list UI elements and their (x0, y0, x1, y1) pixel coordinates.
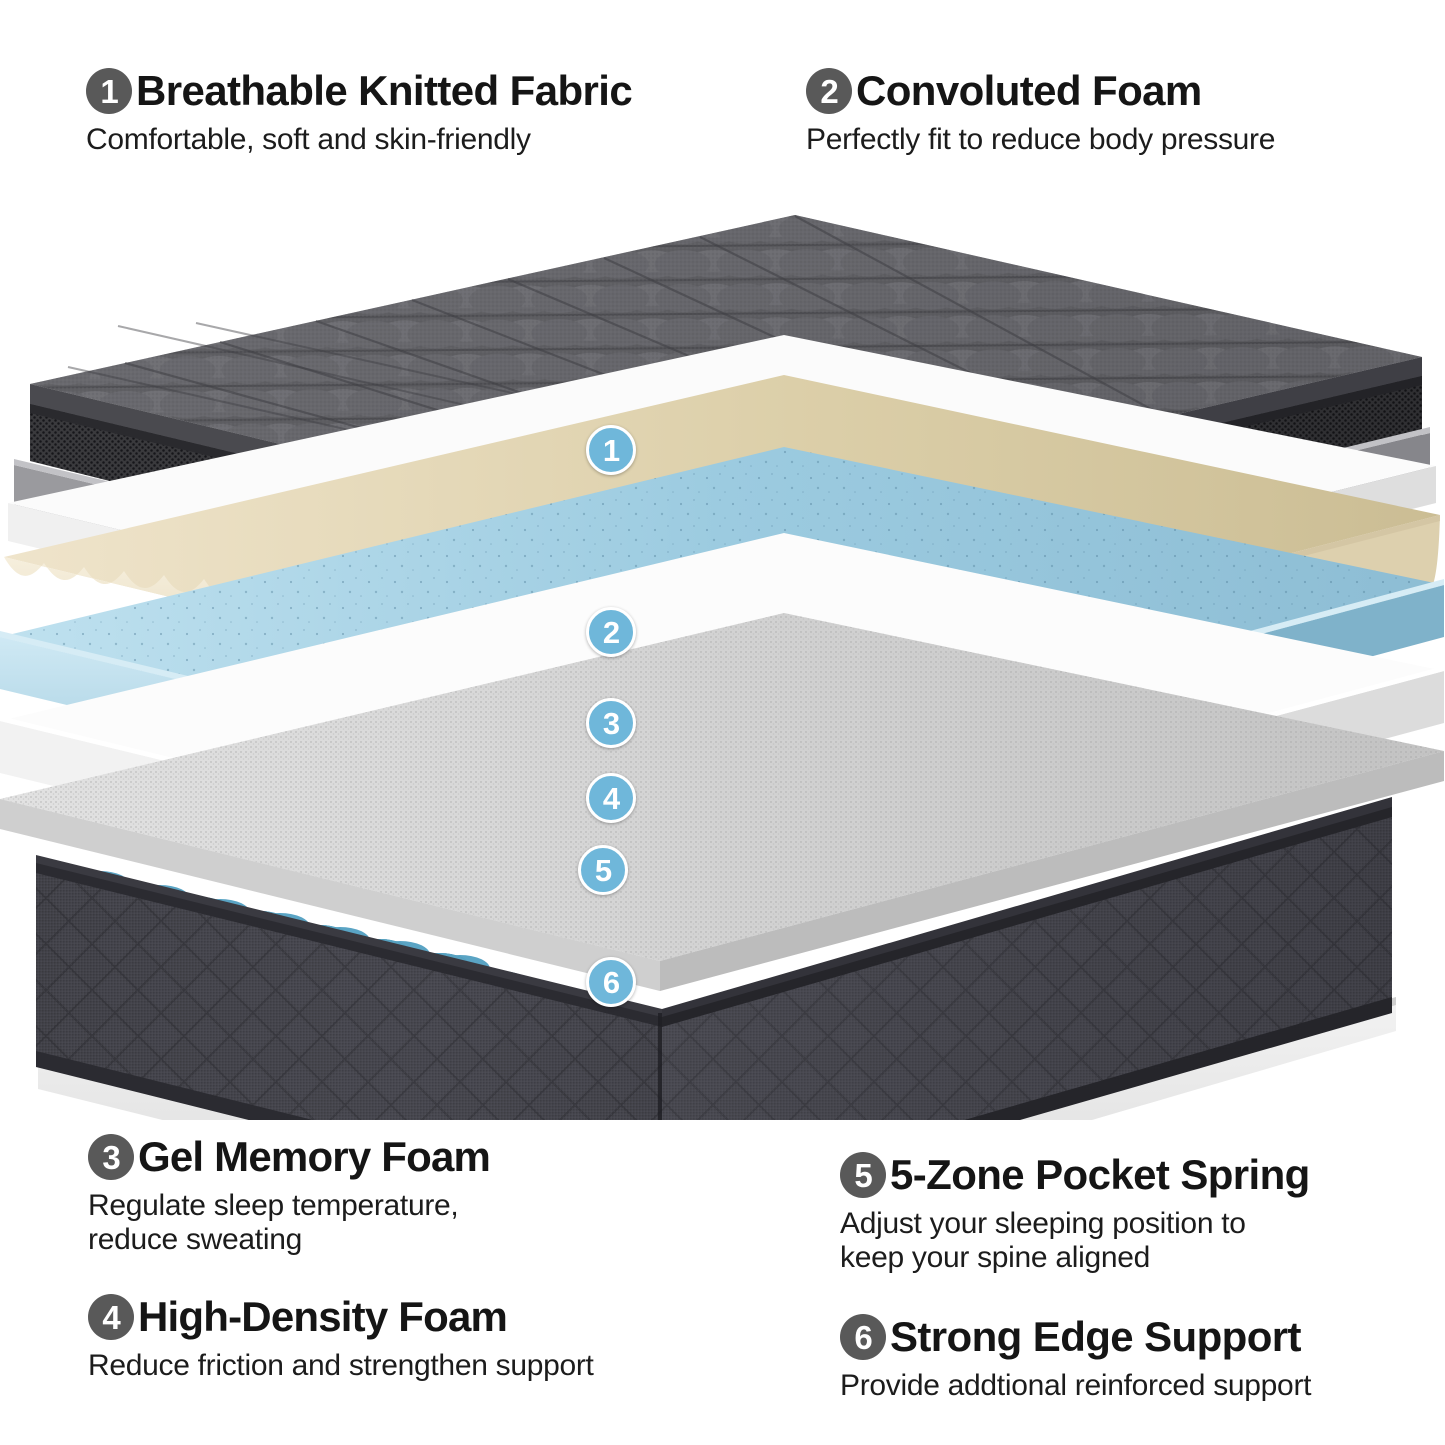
feature-headline: 3 Gel Memory Foam (88, 1133, 491, 1180)
feature-description: Reduce friction and strengthen support (88, 1349, 594, 1382)
feature-number-badge: 6 (840, 1314, 886, 1360)
layer-pin-6[interactable]: 6 (586, 957, 636, 1007)
feature-title: Strong Edge Support (890, 1313, 1302, 1360)
feature-number-badge: 1 (86, 68, 132, 114)
layer-felt-pad (0, 613, 1444, 991)
feature-callout-3: 3 Gel Memory Foam Regulate sleep tempera… (88, 1133, 491, 1256)
feature-title: Gel Memory Foam (138, 1133, 491, 1180)
layer-pin-3[interactable]: 3 (586, 698, 636, 748)
feature-title: 5-Zone Pocket Spring (890, 1151, 1310, 1198)
feature-number-badge: 4 (88, 1294, 134, 1340)
feature-title: Convoluted Foam (856, 67, 1202, 114)
feature-headline: 4 High-Density Foam (88, 1294, 594, 1340)
feature-number-badge: 2 (806, 68, 852, 114)
layer-pin-1[interactable]: 1 (586, 425, 636, 475)
layer-pin-4[interactable]: 4 (586, 773, 636, 823)
feature-headline: 6 Strong Edge Support (840, 1314, 1311, 1360)
feature-number-badge: 5 (840, 1152, 886, 1198)
feature-headline: 1 Breathable Knitted Fabric (86, 67, 633, 114)
feature-number-badge: 3 (88, 1134, 134, 1180)
layer-base-platform (38, 997, 1396, 1120)
feature-headline: 2 Convoluted Foam (806, 68, 1275, 114)
layer-pin-5[interactable]: 5 (578, 845, 628, 895)
feature-title: High-Density Foam (138, 1293, 508, 1340)
mattress-cutaway-illustration (0, 185, 1445, 1120)
feature-callout-5: 5 5-Zone Pocket Spring Adjust your sleep… (840, 1152, 1310, 1274)
feature-callout-2: 2 Convoluted Foam Perfectly fit to reduc… (806, 68, 1275, 157)
feature-callout-6: 6 Strong Edge Support Provide addtional … (840, 1314, 1311, 1403)
layer-pin-2[interactable]: 2 (586, 607, 636, 657)
feature-description: Provide addtional reinforced support (840, 1369, 1312, 1402)
feature-title: Breathable Knitted Fabric (136, 67, 633, 114)
feature-callout-4: 4 High-Density Foam Reduce friction and … (88, 1294, 594, 1383)
feature-description: Adjust your sleeping position to keep yo… (840, 1207, 1246, 1274)
feature-headline: 5 5-Zone Pocket Spring (840, 1152, 1310, 1198)
feature-description: Regulate sleep temperature, reduce sweat… (88, 1189, 459, 1256)
feature-description: Perfectly fit to reduce body pressure (806, 123, 1276, 156)
feature-callout-1: 1 Breathable Knitted Fabric Comfortable,… (86, 67, 633, 157)
feature-description: Comfortable, soft and skin-friendly (86, 123, 531, 156)
layer-edge-support-side-panels (36, 797, 1392, 1120)
